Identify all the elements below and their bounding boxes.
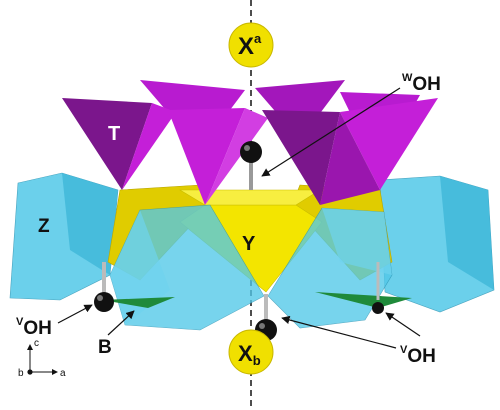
w-oh-atom	[240, 141, 262, 163]
xa-label: Xa	[238, 31, 262, 60]
b-label: B	[98, 337, 112, 358]
v-oh-left-label: VOH	[16, 316, 52, 339]
v-oh-left-arrow	[57, 304, 93, 324]
t-tetrahedron-front-mid-b	[205, 108, 268, 205]
v-oh-left-atom	[94, 292, 114, 312]
v-oh-right-arrow	[385, 312, 421, 337]
z-octahedron-left-face	[62, 173, 118, 275]
t-tetrahedron-front-right-c	[320, 112, 380, 205]
b-triangle-right	[315, 292, 412, 308]
z-octahedron-front-left-face	[110, 210, 170, 325]
t-tetrahedron-front-left	[62, 98, 152, 190]
axis-triad: c b a	[18, 338, 66, 379]
xb-label: Xb	[238, 341, 261, 368]
t-tetrahedron-back-2	[255, 80, 345, 140]
v-oh-right-atom	[372, 302, 384, 314]
xb-site	[228, 329, 274, 375]
t-tetrahedron-front-mid	[168, 108, 245, 205]
b-arrow	[107, 310, 135, 336]
z-octahedron-right-face	[440, 176, 494, 290]
w-oh-highlight	[244, 145, 250, 151]
t-label: T	[108, 123, 120, 145]
z-octahedron-front-right-face	[322, 208, 392, 275]
w-oh-label: WOH	[402, 72, 441, 95]
axis-b-label: b	[18, 368, 24, 379]
axis-a-arrowhead	[52, 369, 58, 375]
axis-c-arrowhead	[27, 344, 33, 350]
t-tetrahedron-front-right	[262, 110, 340, 205]
v-oh-left-highlight	[97, 295, 103, 301]
axis-b-dot	[27, 369, 33, 375]
v-oh-center-highlight	[259, 323, 265, 329]
y-octahedron-center-top	[178, 189, 322, 206]
axis-c-label: c	[34, 338, 39, 349]
b-triangle-left	[102, 297, 175, 308]
t-tetrahedron-front-left-b	[122, 103, 176, 190]
t-tetrahedra-group	[62, 80, 438, 205]
axis-a-label: a	[60, 368, 66, 379]
xa-site	[228, 22, 274, 68]
w-oh-arrow	[261, 87, 401, 177]
z-octahedra-group	[9, 172, 495, 313]
v-oh-right-label: VOH	[400, 344, 436, 367]
t-tetrahedron-front-right-b	[340, 98, 438, 190]
y-label: Y	[242, 233, 256, 255]
z-label: Z	[38, 216, 50, 237]
v-oh-center-arrow	[281, 315, 397, 349]
